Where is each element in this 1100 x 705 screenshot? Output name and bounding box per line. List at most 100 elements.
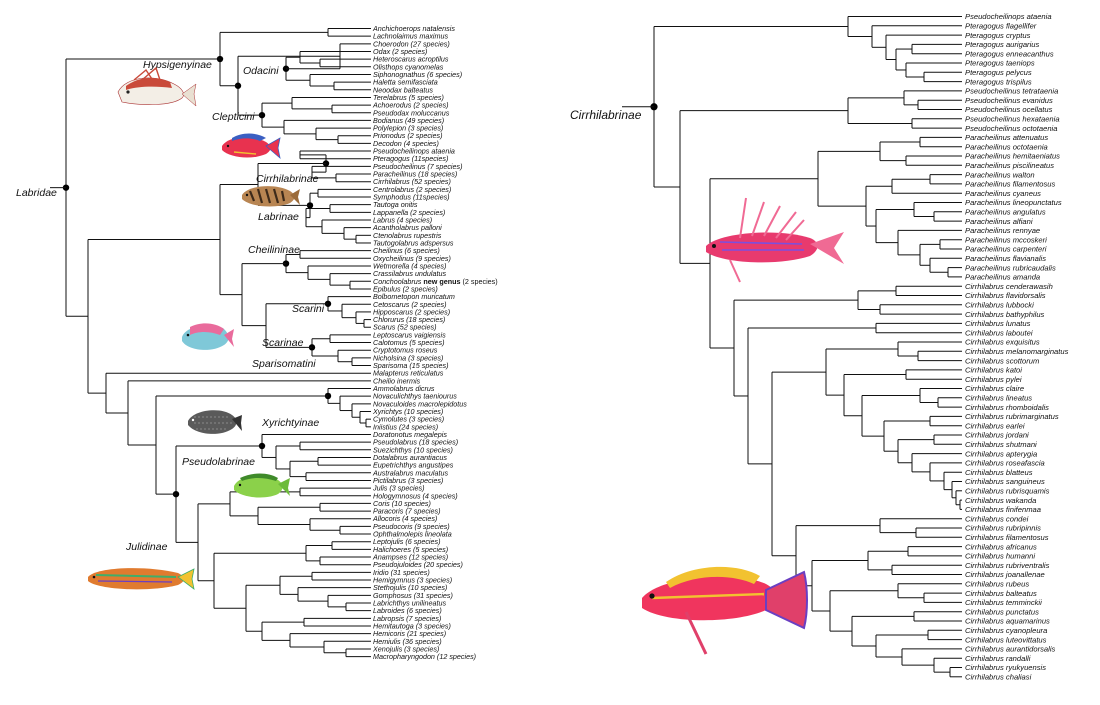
- left-taxon-label: Anchichoerops natalensis: [372, 24, 455, 33]
- right-taxon-label: Cirrhilabrus katoi: [965, 366, 1022, 375]
- right-taxon-label: Pseudocheilinops ataenia: [965, 12, 1052, 21]
- left-taxon-label: Sparisoma (15 species): [373, 361, 449, 370]
- right-taxon-label: Cirrhilabrus finifenmaa: [965, 505, 1041, 514]
- left-taxon-label: Leptoscarus vaigiensis: [373, 330, 446, 339]
- left-taxon-label: Cheilio inermis: [373, 376, 421, 385]
- right-taxon-label: Pseudocheilinus evanidus: [965, 96, 1053, 105]
- left-taxon-label: Novaculoides macrolepidotus: [373, 399, 467, 408]
- right-taxon-label: Cirrhilabrus sanguineus: [965, 477, 1045, 486]
- right-taxon-label: Cirrhilabrus rubrisquamis: [965, 487, 1050, 496]
- clade-label-scarini: Scarini: [292, 303, 325, 315]
- left-taxon-label: Polylepion (3 species): [373, 124, 443, 133]
- left-taxon-label: Labroides (6 species): [373, 606, 442, 615]
- left-taxon-label: Haletta semifasciata: [373, 78, 438, 87]
- clade-label-scarinae: Scarinae: [262, 337, 304, 349]
- right-taxon-label: Cirrhilabrus wakanda: [965, 496, 1036, 505]
- labrus-illustration: [242, 186, 300, 207]
- left-taxon-label: Cryptotomus roseus: [373, 346, 438, 355]
- right-tree-branches: [622, 16, 962, 678]
- right-taxon-label: Cirrhilabrus filamentosus: [965, 533, 1049, 542]
- left-taxon-label: Doratonotus megalepis: [373, 430, 447, 439]
- right-taxon-label: Paracheilinus rubricaudalis: [965, 263, 1056, 272]
- left-taxon-label: Xenojulis (3 species): [372, 644, 439, 653]
- hogfish-illustration: [117, 66, 197, 107]
- left-taxon-label: Nicholsina (3 species): [373, 353, 443, 362]
- left-taxon-label: Lachnolaimus maximus: [373, 32, 449, 41]
- left-taxon-label: Hipposcarus (2 species): [373, 307, 450, 316]
- clade-label-hypsigenyinae: Hypsigenyinae: [143, 59, 212, 71]
- right-taxon-label: Cirrhilabrus chaliasi: [965, 673, 1032, 682]
- left-taxon-label: Hemiulis (36 species): [373, 637, 442, 646]
- left-taxon-label: Symphodus (11species): [373, 193, 450, 202]
- right-taxon-label: Paracheilinus rennyae: [965, 226, 1040, 235]
- clade-label-cirrhilabrinae: Cirrhilabrinae: [256, 173, 319, 185]
- right-taxon-label: Pteragogus flagellifer: [965, 22, 1037, 31]
- left-taxon-label: Ophthalmolepis lineolata: [373, 530, 452, 539]
- left-taxon-label: Leptojulis (6 species): [373, 537, 441, 546]
- clade-label-pseudolabrinae: Pseudolabrinae: [182, 456, 255, 468]
- right-taxon-label: Paracheilinus carpenteri: [965, 245, 1047, 254]
- right-taxon-label: Cirrhilabrus condei: [965, 514, 1029, 523]
- right-taxon-label: Cirrhilabrus aquamarinus: [965, 617, 1050, 626]
- left-taxon-label: Iniistius (24 species): [373, 422, 438, 431]
- right-taxon-label: Cirrhilabrus flavidorsalis: [965, 291, 1046, 300]
- left-taxon-label: Cirrhilabrus (52 species): [373, 177, 451, 186]
- left-taxon-label: Hemicoris (21 species): [373, 629, 446, 638]
- right-taxon-label: Cirrhilabrus roseafascia: [965, 459, 1045, 468]
- right-taxon-label: Cirrhilabrus africanus: [965, 542, 1037, 551]
- right-taxon-label: Pseudocheilinus octotaenia: [965, 124, 1057, 133]
- left-taxon-label: Tautoga onitis: [373, 200, 418, 209]
- right-taxon-label: Paracheilinus alfiani: [965, 217, 1033, 226]
- left-taxon-label: Bolbometopon muricatum: [373, 292, 455, 301]
- right-taxon-label: Cirrhilabrus lineatus: [965, 394, 1032, 403]
- left-taxon-label: Eupetrichthys angustipes: [373, 461, 454, 470]
- left-taxon-label: Paracheilinus (18 species): [373, 170, 457, 179]
- left-taxon-label: Pseudocoris (9 species): [373, 522, 450, 531]
- left-taxon-label: Pseudocheilinops ataenia: [373, 147, 455, 156]
- left-taxon-label: Labrichthys unilineatus: [373, 599, 447, 608]
- clade-label-labridae: Labridae: [16, 187, 57, 199]
- right-taxon-label: Paracheilinus flavianalis: [965, 254, 1046, 263]
- left-taxon-label: Stethojulis (10 species): [373, 583, 447, 592]
- right-taxon-label: Cirrhilabrus rubeus: [965, 580, 1029, 589]
- left-taxon-label: Australabrus maculatus: [372, 468, 449, 477]
- right-taxon-label: Pseudocheilinus ocellatus: [965, 105, 1053, 114]
- left-taxon-label: Achoerodus (2 species): [372, 101, 449, 110]
- right-taxon-label: Paracheilinus octotaenia: [965, 142, 1048, 151]
- clade-label-odacini: Odacini: [243, 65, 279, 77]
- right-taxon-label: Pteragogus cryptus: [965, 31, 1031, 40]
- left-taxon-label: Pteragogus (11species): [373, 154, 448, 163]
- green-wrasse-illustration: [234, 473, 290, 498]
- left-taxon-label: Julis (3 species): [372, 484, 425, 493]
- left-taxon-label: Choerodon (27 species): [373, 39, 450, 48]
- right-taxon-label: Cirrhilabrus scottorum: [965, 356, 1039, 365]
- clade-label-labrinae: Labrinae: [258, 211, 299, 223]
- left-taxon-label: Cheilinus (6 species): [373, 246, 440, 255]
- left-taxon-label: Labrus (4 species): [373, 216, 432, 225]
- left-taxon-label: Xyrichtys (10 species): [372, 407, 443, 416]
- left-taxon-label: Chlorurus (18 species): [373, 315, 445, 324]
- left-taxon-label: Pictilabrus (3 species): [373, 476, 443, 485]
- left-taxon-label: Heteroscarus acroptilus: [373, 55, 449, 64]
- left-tree-branches: [50, 28, 371, 658]
- left-taxon-label: Malapterus reticulatus: [373, 369, 444, 378]
- right-taxon-label: Pteragogus trispilus: [965, 77, 1032, 86]
- left-taxon-label: Hemigymnus (3 species): [373, 576, 452, 585]
- left-taxon-label: Neoodax balteatus: [373, 85, 433, 94]
- left-taxon-label: Epibulus (2 species): [373, 284, 438, 293]
- left-taxon-label: Crassilabrus undulatus: [373, 269, 447, 278]
- left-taxon-label: Conchoolabrus new genus (2 species): [373, 277, 498, 286]
- left-taxon-label: Novaculichthys taeniourus: [373, 392, 457, 401]
- flasher-wrasse-illustration: [706, 197, 844, 283]
- right-taxon-label: Cirrhilabrus apterygia: [965, 449, 1037, 458]
- clade-label-julidinae: Julidinae: [125, 541, 168, 553]
- right-taxon-label: Cirrhilabrus lubbocki: [965, 301, 1034, 310]
- right-taxon-label: Cirrhilabrus rubrimarginatus: [965, 412, 1059, 421]
- right-taxon-label: Paracheilinus hemitaeniatus: [965, 152, 1060, 161]
- right-taxon-label: Paracheilinus amanda: [965, 273, 1040, 282]
- left-taxon-label: Pseudocheilinus (7 species): [373, 162, 463, 171]
